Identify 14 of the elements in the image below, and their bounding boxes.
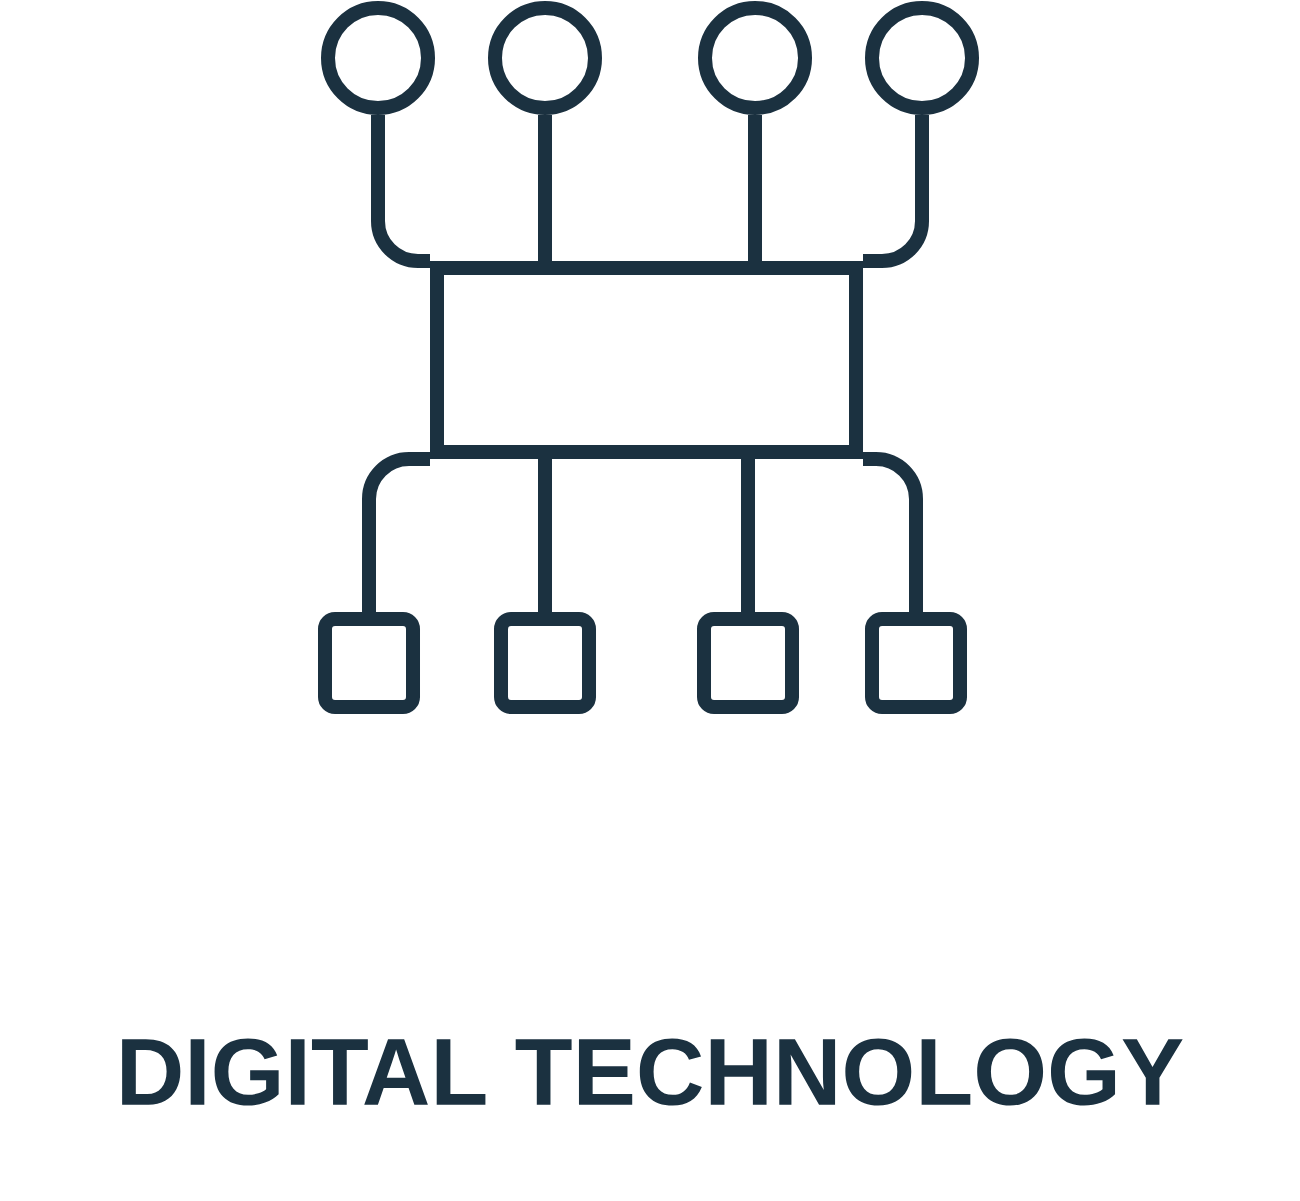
square-node	[318, 612, 420, 714]
circle-node	[698, 1, 812, 115]
square-node	[865, 612, 967, 714]
connector-line	[538, 115, 552, 261]
connector-line	[748, 115, 762, 261]
circle-node	[488, 1, 602, 115]
title: DIGITAL TECHNOLOGY	[122, 1038, 1183, 1106]
rectangle-node	[430, 261, 863, 459]
square-node	[697, 612, 799, 714]
circle-node	[321, 1, 435, 115]
circle-node	[865, 1, 979, 115]
connector-line	[741, 459, 755, 612]
square-node	[494, 612, 596, 714]
connector-line	[538, 459, 552, 612]
